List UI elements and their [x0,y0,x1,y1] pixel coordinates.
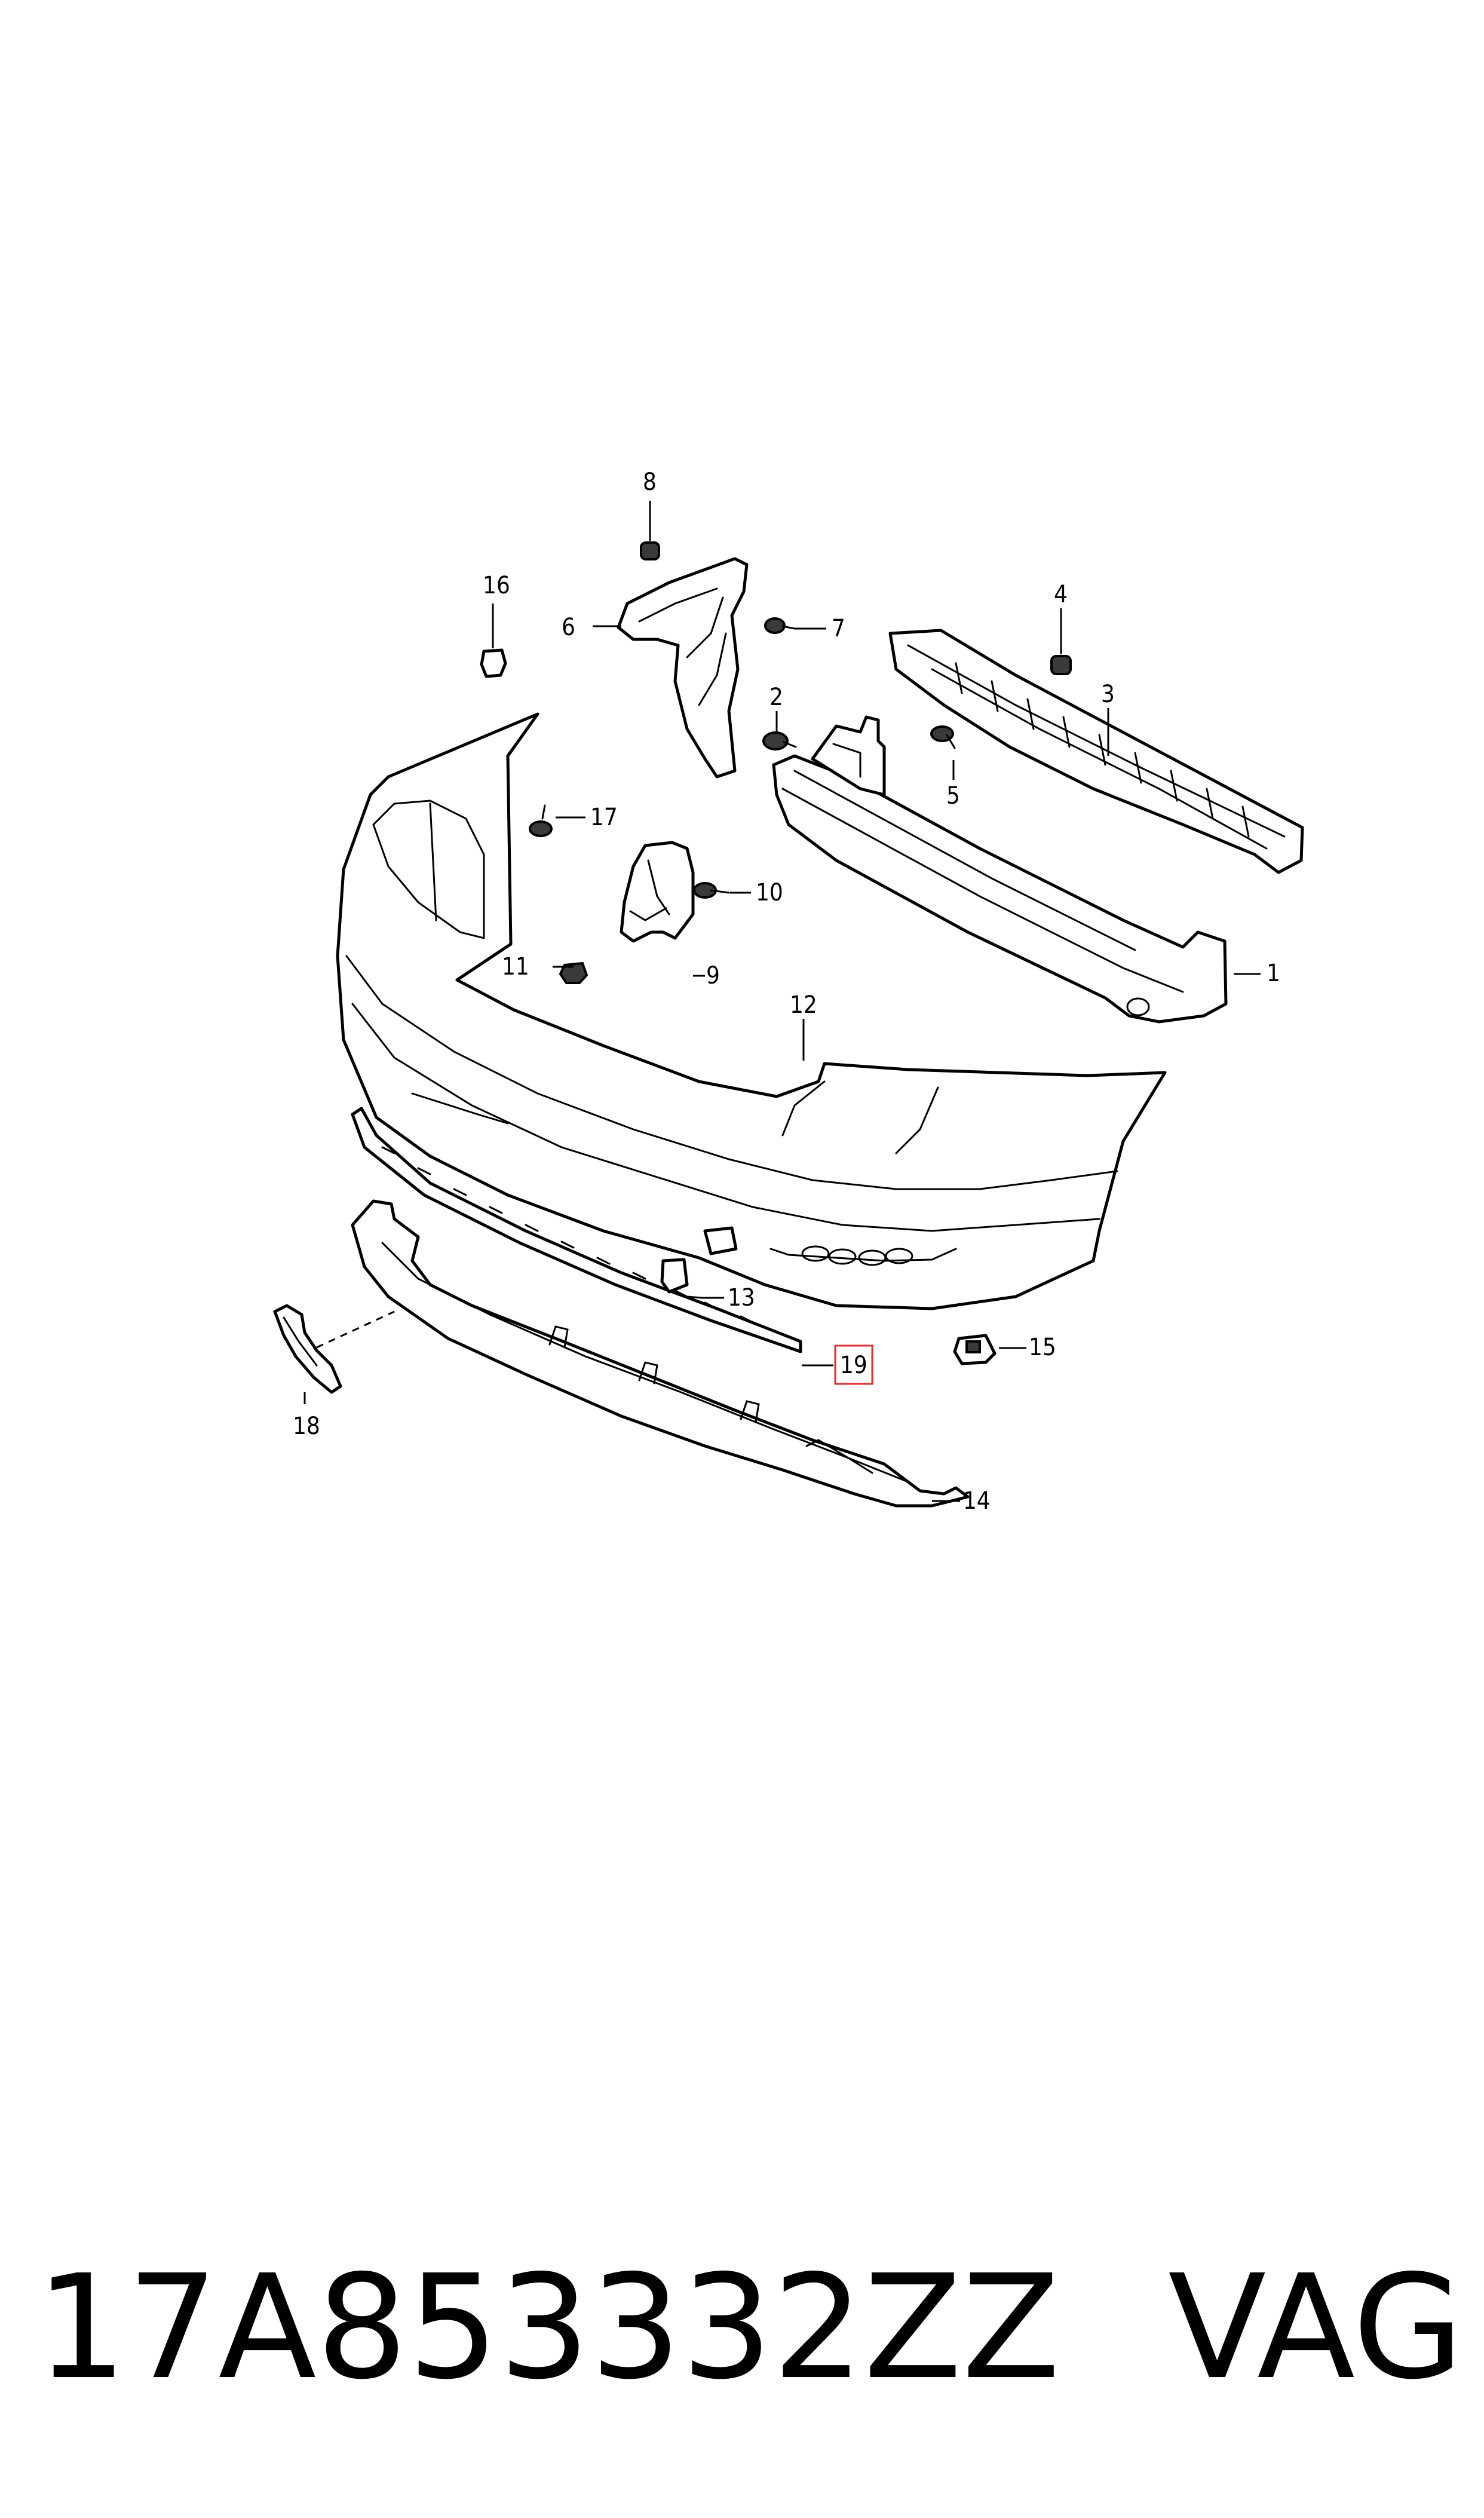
callout-18: 18 [293,1413,320,1440]
part-6-side-bracket [617,557,749,779]
callout-10: 10 [756,879,783,906]
callout-13: 13 [728,1284,755,1312]
callout-7: 7 [832,615,845,642]
callout-19: 19 [840,1352,867,1379]
callout-1: 1 [1267,960,1280,987]
part-1-bumper-beam [772,715,1228,1024]
brand-label: VAG [1168,2244,1464,2411]
callout-8: 8 [643,468,657,496]
part-7-screw [764,617,796,634]
callout-9: 9 [706,962,720,990]
callout-3: 3 [1101,681,1115,708]
callout-16: 16 [483,572,510,599]
part-17-screw [529,804,553,837]
part-number: 17A853332ZZ [36,2244,1060,2411]
callout-12: 12 [790,991,817,1019]
footer: 17A853332ZZ VAG [36,2250,1464,2405]
part-10-screw [693,882,730,899]
part-9-inner-bracket [620,841,695,943]
part-16-clip [480,648,507,678]
part-18-corner-trim [273,1304,342,1394]
leader-lines [303,501,1261,1502]
callout-17: 17 [590,804,618,831]
part-11-nut [559,961,588,984]
callout-5: 5 [946,782,960,810]
callout-11: 11 [502,953,529,981]
part-8-nut [640,541,660,560]
part-12-bumper-cover [336,712,1167,1310]
callout-15: 15 [1029,1334,1056,1361]
callout-19-highlight-box [834,1344,873,1385]
part-4-nut [1050,655,1072,675]
part-5-screw [930,725,956,749]
callout-2: 2 [769,684,783,711]
part-13-cap [660,1258,703,1299]
callout-6: 6 [562,614,575,641]
part-3-reinforcement-bracket [888,629,1304,874]
callout-4: 4 [1054,581,1068,608]
part-14-lower-diffuser [351,1199,970,1508]
part-15-clip [953,1334,997,1365]
callout-14: 14 [963,1487,991,1515]
part-2-screw [762,731,797,751]
